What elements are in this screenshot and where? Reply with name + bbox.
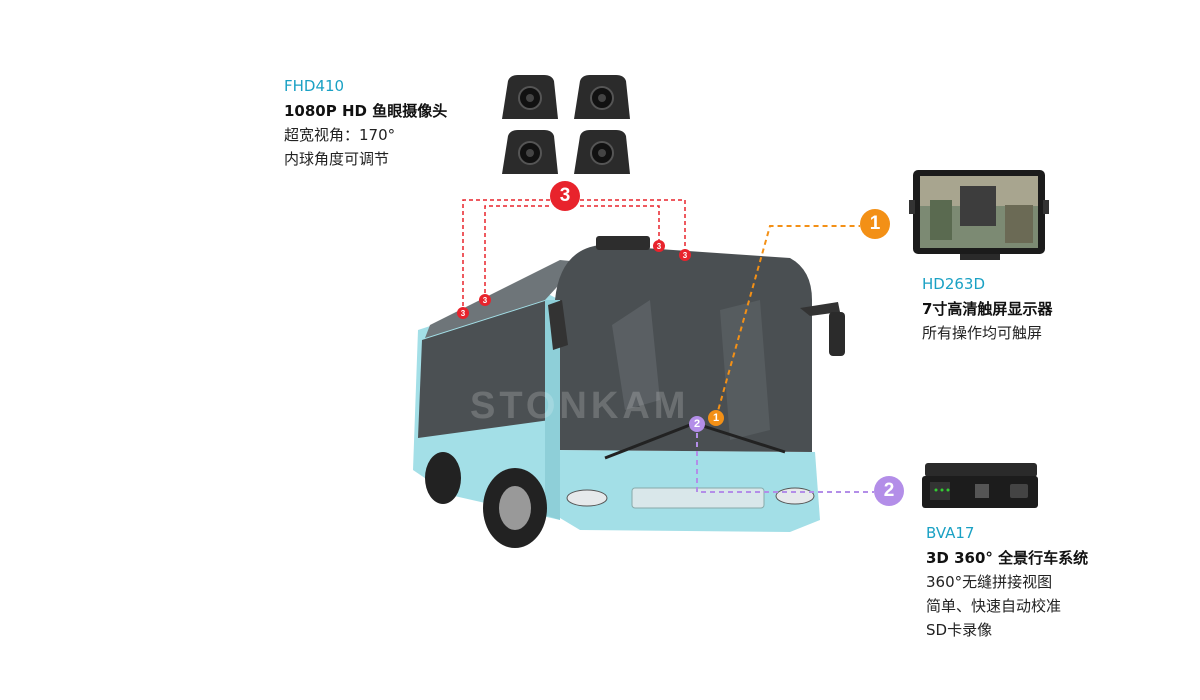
marker-camera-small-4: 3 [679,249,691,261]
dvr-title: 3D 360° 全景行车系统 [926,549,1089,567]
dvr-product-info: BVA17 3D 360° 全景行车系统 360°无缝拼接视图 简单、快速自动校… [926,523,1088,642]
marker-dvr-small: 2 [689,416,705,432]
dvr-model: BVA17 [926,524,975,542]
display-feature: 所有操作均可触屏 [922,324,1043,342]
camera-feature: 超宽视角：170° [284,126,396,144]
dvr-feature: 360°无缝拼接视图 [926,573,1053,591]
camera-feature: 内球角度可调节 [284,150,390,168]
marker-display-large: 1 [860,209,890,239]
marker-camera-small-2: 3 [479,294,491,306]
monitor-image [909,170,1049,260]
dvr-device-image [922,463,1038,508]
dvr-feature: 简单、快速自动校准 [926,597,1062,615]
marker-camera-small-3: 3 [653,240,665,252]
marker-cameras-large: 3 [550,181,580,211]
display-title: 7寸高清触屏显示器 [922,300,1053,318]
camera-title: 1080P HD 鱼眼摄像头 [284,102,448,120]
connector-lines [462,199,874,493]
camera-product-info: FHD410 1080P HD 鱼眼摄像头 超宽视角：170° 内球角度可调节 [284,76,447,171]
display-product-info: HD263D 7寸高清触屏显示器 所有操作均可触屏 [922,274,1052,345]
marker-display-small: 1 [708,410,724,426]
watermark-text: STONKAM [470,385,689,427]
fisheye-camera-images [502,75,630,174]
marker-camera-small-1: 3 [457,307,469,319]
marker-dvr-large: 2 [874,476,904,506]
camera-model: FHD410 [284,77,345,95]
bus-image: STONKAM [413,236,845,548]
display-model: HD263D [922,275,986,293]
dvr-feature: SD卡录像 [926,621,993,639]
